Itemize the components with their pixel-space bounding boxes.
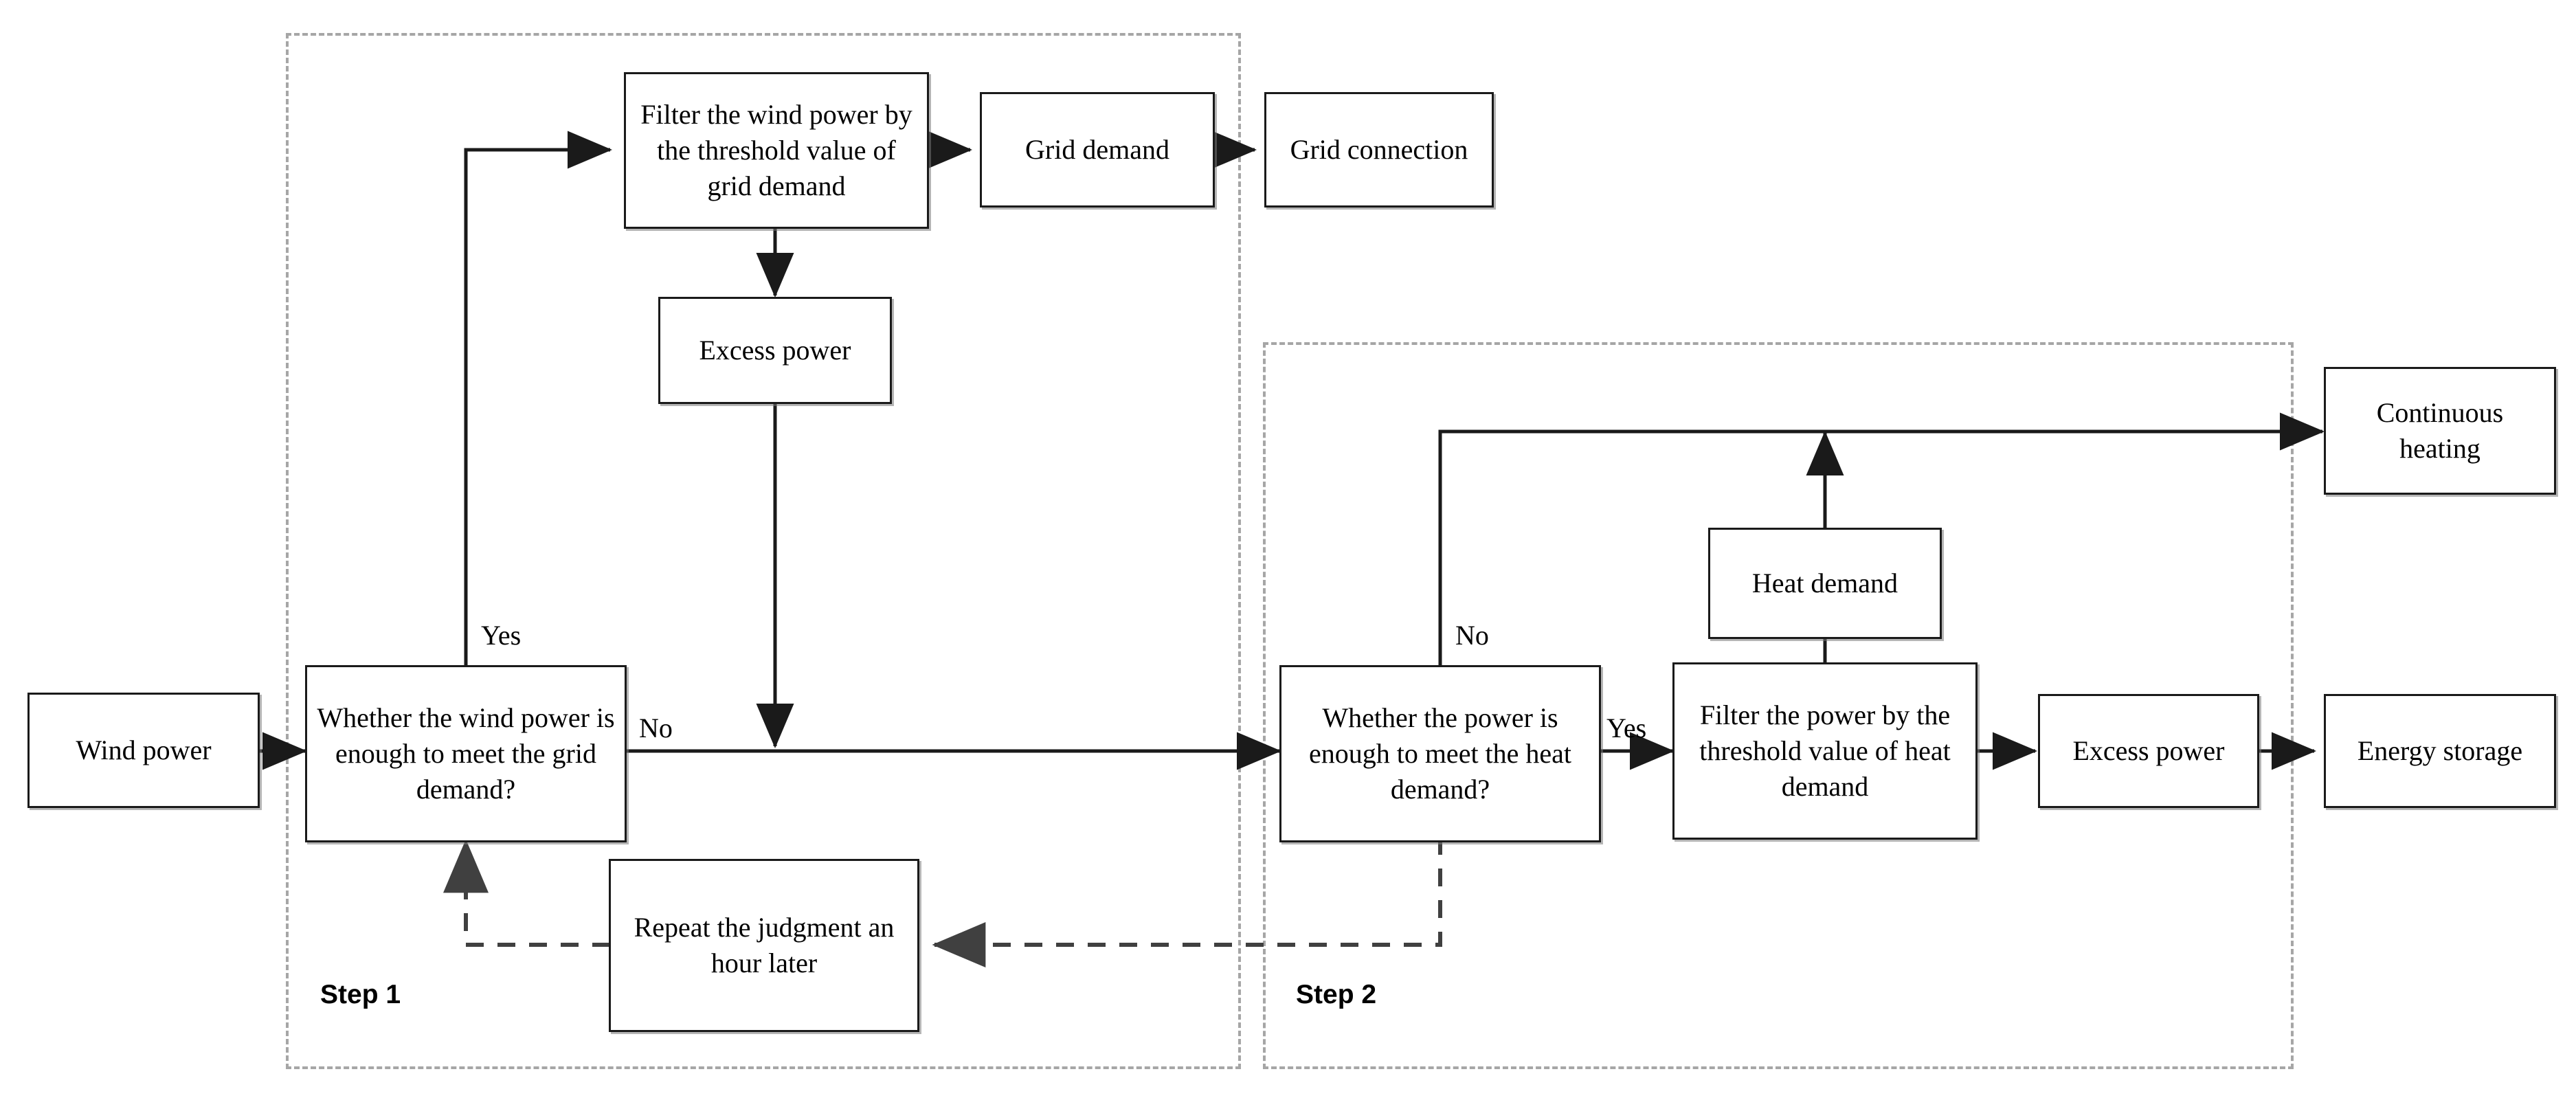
node-energy-storage-label: Energy storage [2357,735,2523,766]
node-excess-power-1[interactable]: Excess power [658,297,892,404]
group-step-2 [1263,342,2294,1069]
step-2-label: Step 2 [1296,980,1377,1009]
node-decision-grid-label: Whether the wind power is enough to meet… [317,702,615,805]
node-filter-heat-label: Filter the power by the threshold value … [1699,699,1951,802]
edge-label-heat-no: No [1455,620,1489,651]
node-wind-power-label: Wind power [76,735,212,765]
node-heat-demand-label: Heat demand [1751,568,1899,598]
node-heat-demand[interactable]: Heat demand [1708,528,1942,639]
node-repeat-judgment[interactable]: Repeat the judgment an hour later [609,859,919,1032]
node-filter-heat[interactable]: Filter the power by the threshold value … [1672,662,1978,840]
edge-label-grid-yes: Yes [481,620,522,651]
edge-label-heat-yes: Yes [1606,713,1647,743]
node-filter-grid[interactable]: Filter the wind power by the threshold v… [624,72,929,229]
node-grid-connection-label: Grid connection [1290,134,1468,165]
node-decision-heat-label: Whether the power is enough to meet the … [1308,702,1572,805]
node-excess-power-2-label: Excess power [2072,735,2225,766]
group-step-1 [286,33,1241,1069]
node-grid-demand-label: Grid demand [1025,134,1169,165]
edge-label-grid-no: No [639,713,673,743]
node-repeat-judgment-label: Repeat the judgment an hour later [634,912,895,978]
node-excess-power-1-label: Excess power [699,335,851,366]
node-decision-grid[interactable]: Whether the wind power is enough to meet… [305,665,627,842]
node-wind-power[interactable]: Wind power [27,693,260,808]
node-continuous-heating[interactable]: Continuous heating [2324,367,2556,495]
node-energy-storage[interactable]: Energy storage [2324,694,2556,808]
node-continuous-heating-label: Continuous heating [2376,397,2504,464]
node-decision-heat[interactable]: Whether the power is enough to meet the … [1279,665,1601,842]
node-excess-power-2[interactable]: Excess power [2038,694,2259,808]
node-grid-demand[interactable]: Grid demand [980,92,1215,208]
node-grid-connection[interactable]: Grid connection [1264,92,1494,208]
step-1-label: Step 1 [320,980,401,1009]
node-filter-grid-label: Filter the wind power by the threshold v… [640,99,912,201]
